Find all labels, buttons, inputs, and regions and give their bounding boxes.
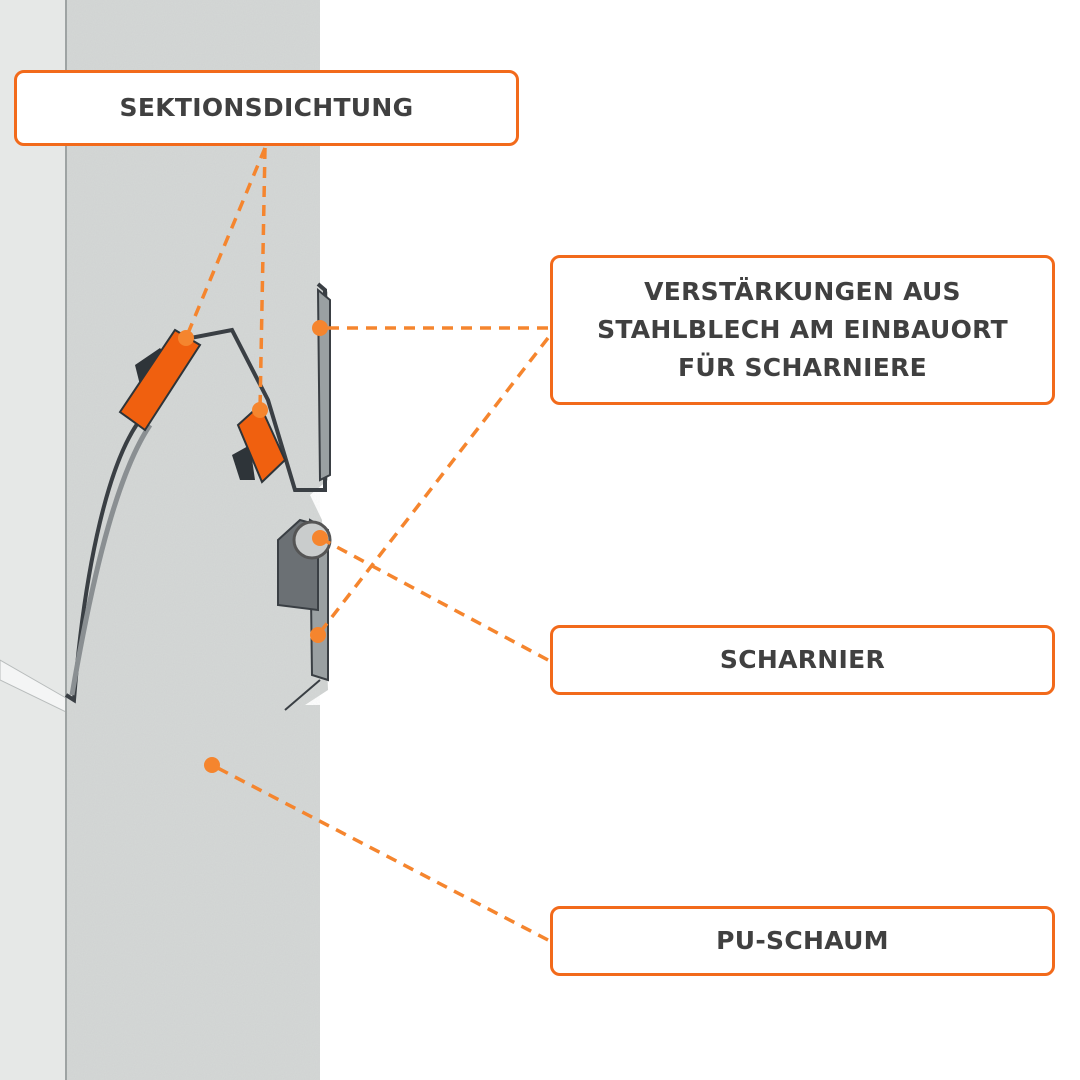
leader-seal-1 — [184, 147, 267, 339]
leader-reinforcement-2 — [316, 336, 550, 637]
marker-dot — [312, 320, 328, 336]
panel-face-left — [0, 0, 66, 1080]
marker-dot — [204, 757, 220, 773]
label-hinge: SCHARNIER — [550, 625, 1055, 695]
label-text: SEKTIONSDICHTUNG — [119, 93, 414, 122]
profile-end — [284, 679, 321, 711]
leader-seal-2 — [258, 147, 267, 411]
label-foam: PU-SCHAUM — [550, 906, 1055, 976]
leader-hinge — [319, 536, 549, 662]
reinforcement-plate-upper — [316, 287, 331, 482]
label-text: VERSTÄRKUNGEN AUS — [644, 277, 961, 306]
label-text: FÜR SCHARNIERE — [677, 353, 928, 382]
label-text: PU-SCHAUM — [716, 926, 889, 955]
label-text: SCHARNIER — [719, 645, 886, 674]
marker-dot — [310, 627, 326, 643]
marker-dot — [252, 402, 268, 418]
steel-profile-inner — [69, 423, 153, 696]
label-reinforcement: VERSTÄRKUNGEN AUS STAHLBLECH AM EINBAUOR… — [550, 255, 1055, 405]
label-text: STAHLBLECH AM EINBAUORT — [597, 315, 1008, 344]
marker-dot — [178, 330, 194, 346]
label-section-seal: SEKTIONSDICHTUNG — [14, 70, 519, 146]
leader-foam — [211, 763, 549, 942]
section-seal-left — [118, 328, 202, 432]
marker-dot — [312, 530, 328, 546]
